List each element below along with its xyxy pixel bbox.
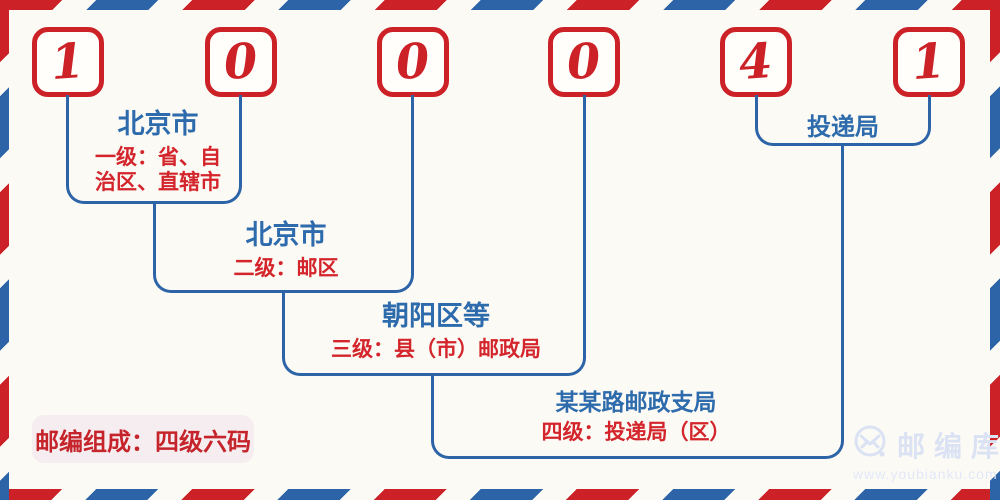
level4-label: 某某路邮政支局 四级：投递局（区） <box>541 389 731 445</box>
connector-digit2 <box>239 95 242 174</box>
digit-1: 1 <box>49 32 87 92</box>
digit-2: 0 <box>222 32 260 92</box>
level1-desc-line1: 一级：省、自 <box>95 145 221 169</box>
connector-digit3 <box>411 95 414 264</box>
bracket-level3 <box>282 345 586 376</box>
connector-delivery-down <box>841 146 844 430</box>
watermark-url: www.youbianku.com <box>853 466 998 482</box>
connector-level1-down <box>153 204 156 262</box>
digit-box-5: 4 <box>720 27 792 97</box>
level1-place: 北京市 <box>117 109 199 139</box>
bracket-level2 <box>153 262 414 293</box>
bracket-delivery <box>755 115 931 146</box>
level1-label: 北京市 一级：省、自 治区、直辖市 <box>95 109 221 195</box>
badge-text: 邮编组成：四级六码 <box>35 428 251 456</box>
level1-desc-line2: 治区、直辖市 <box>95 170 221 194</box>
airmail-border-top <box>0 0 1000 10</box>
connector-digit6 <box>928 95 931 117</box>
digit-3: 0 <box>394 32 432 92</box>
airmail-border-right <box>990 0 1000 500</box>
digit-box-2: 0 <box>205 27 277 97</box>
level4-place: 某某路邮政支局 <box>555 389 717 415</box>
connector-digit4 <box>583 95 586 347</box>
delivery-office-label: 投递局 <box>807 114 879 141</box>
bracket-level1 <box>66 172 242 204</box>
digit-4: 0 <box>565 32 603 92</box>
connector-digit5 <box>755 95 758 117</box>
bracket-level4 <box>431 428 844 459</box>
level2-label: 北京市 二级：邮区 <box>233 220 339 281</box>
airmail-border-bottom <box>0 489 1000 500</box>
watermark-brand: 邮编库 <box>897 430 1000 462</box>
connector-level2-down <box>282 293 285 347</box>
code-structure-badge: 邮编组成：四级六码 <box>32 415 254 463</box>
digit-5: 4 <box>737 32 775 92</box>
level3-place: 朝阳区等 <box>382 301 490 331</box>
digit-6: 1 <box>910 32 948 92</box>
connector-digit1 <box>66 95 69 174</box>
digit-box-6: 1 <box>893 27 965 97</box>
digit-box-1: 1 <box>32 27 104 97</box>
level3-label: 朝阳区等 三级：县（市）邮政局 <box>331 301 541 362</box>
level2-desc: 二级：邮区 <box>233 256 339 280</box>
airmail-border-left <box>0 0 9 500</box>
level2-place: 北京市 <box>245 220 327 250</box>
digit-box-3: 0 <box>377 27 449 97</box>
site-watermark: 邮编库 www.youbianku.com <box>853 424 1000 482</box>
level4-desc: 四级：投递局（区） <box>541 421 731 445</box>
envelope-circle-icon <box>853 424 889 465</box>
connector-level3-down <box>431 376 434 430</box>
digit-box-4: 0 <box>548 27 620 97</box>
level1-desc: 一级：省、自 治区、直辖市 <box>95 145 221 195</box>
level3-desc: 三级：县（市）邮政局 <box>331 337 541 361</box>
